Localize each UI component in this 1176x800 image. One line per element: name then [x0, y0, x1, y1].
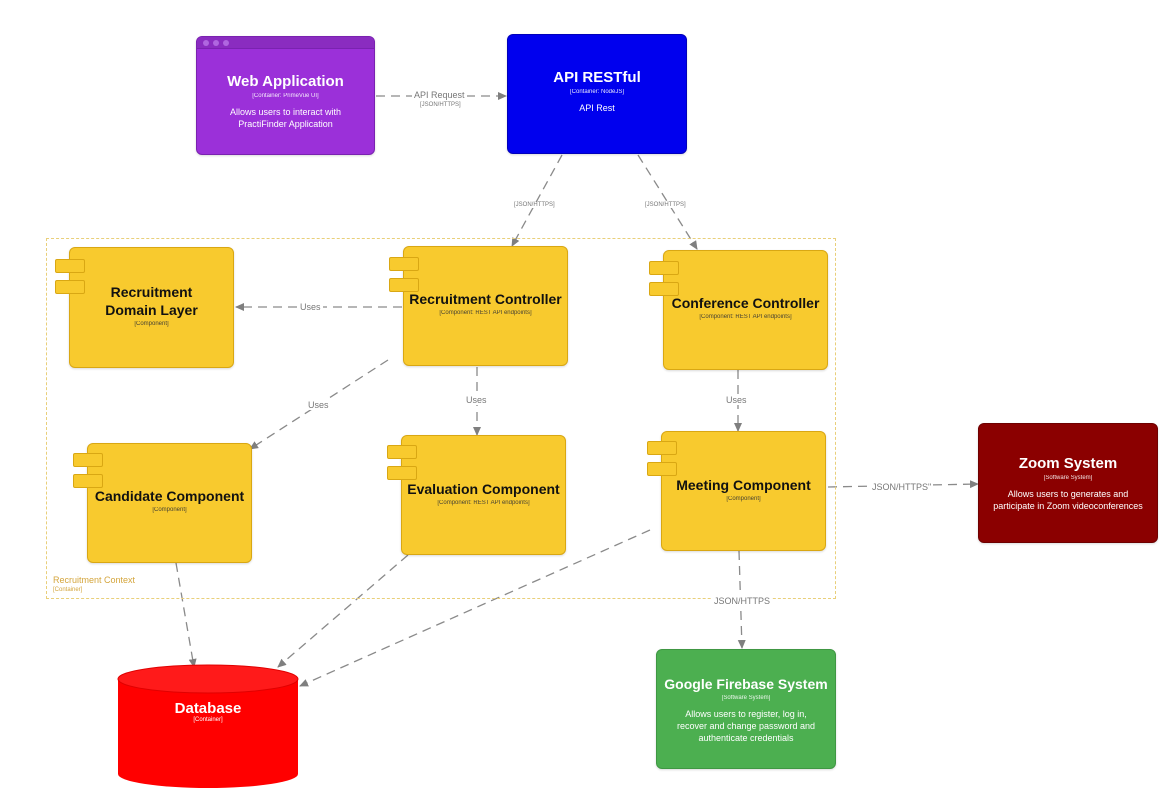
component-plug-icon	[73, 474, 103, 488]
node-description: Allows users to interact with PractiFind…	[229, 107, 342, 129]
node-tag: [Component: REST API endpoints]	[437, 500, 530, 506]
google-firebase-system-node[interactable]: Google Firebase System [Software System]…	[656, 649, 836, 769]
node-title: Recruitment Controller	[409, 291, 562, 307]
edge-label: Uses	[298, 302, 323, 312]
component-plug-icon	[647, 462, 677, 476]
node-title: Recruitment Domain Layer	[105, 284, 198, 318]
node-title: Meeting Component	[676, 477, 811, 493]
edge-label: API Request	[412, 90, 467, 100]
edge-api-recruitment-controller	[511, 154, 563, 247]
edge-candidate-database	[175, 562, 197, 668]
edge-evaluation-database	[277, 554, 409, 668]
node-description: API Rest	[579, 103, 615, 113]
component-plug-icon	[387, 466, 417, 480]
component-plug-icon	[387, 445, 417, 459]
conference-controller-node[interactable]: Conference Controller [Component: REST A…	[663, 250, 828, 370]
node-tag: [Component]	[134, 321, 169, 327]
meeting-component-node[interactable]: Meeting Component [Component]	[661, 431, 826, 551]
window-dot-icon	[213, 40, 219, 46]
node-tag: [Software System]	[721, 694, 771, 701]
edge-tag: [JSON/HTTPS]	[644, 202, 687, 208]
window-bar-divider	[197, 48, 374, 49]
node-tag: [Container]	[193, 717, 223, 723]
boundary-label: Recruitment Context	[53, 575, 136, 585]
edge-api-conference-controller	[637, 154, 698, 250]
component-plug-icon	[55, 280, 85, 294]
component-plug-icon	[55, 259, 85, 273]
edge-label: Uses	[306, 400, 331, 410]
node-description: Allows users to generates and participat…	[993, 488, 1143, 511]
evaluation-component-node[interactable]: Evaluation Component [Component: REST AP…	[401, 435, 566, 555]
node-title: Google Firebase System	[664, 675, 828, 692]
component-plug-icon	[389, 257, 419, 271]
node-tag: [Container: PrimeVue UI]	[252, 93, 319, 99]
node-title: Candidate Component	[94, 488, 245, 504]
component-plug-icon	[389, 278, 419, 292]
node-title: Database	[174, 700, 242, 717]
window-bar	[197, 37, 374, 48]
node-description: Allows users to register, log in, recove…	[676, 708, 816, 743]
edge-label: Uses	[464, 395, 489, 405]
edge-meeting-database	[299, 529, 651, 687]
node-title: Web Application	[227, 73, 344, 90]
node-title: Conference Controller	[671, 295, 820, 311]
node-tag: [Component: REST API endpoints]	[439, 310, 532, 316]
component-plug-icon	[73, 453, 103, 467]
edge-label: Uses	[724, 395, 749, 405]
zoom-system-node[interactable]: Zoom System [Software System] Allows use…	[978, 423, 1158, 543]
recruitment-context-boundary	[46, 238, 836, 599]
edge-label: JSON/HTTPS"	[870, 482, 934, 492]
node-tag: [Container: NodeJS]	[569, 89, 625, 95]
node-title: Zoom System	[1018, 454, 1118, 472]
edge-label: JSON/HTTPS	[712, 596, 773, 606]
component-plug-icon	[649, 282, 679, 296]
edge-tag: [JSON/HTTPS]	[419, 102, 462, 108]
database-label: Database [Container]	[118, 700, 298, 723]
component-plug-icon	[647, 441, 677, 455]
web-application-node[interactable]: Web Application [Container: PrimeVue UI]…	[196, 36, 375, 155]
node-tag: [Software System]	[1043, 474, 1093, 481]
candidate-component-node[interactable]: Candidate Component [Component]	[87, 443, 252, 563]
node-title: Evaluation Component	[407, 481, 560, 497]
window-dot-icon	[223, 40, 229, 46]
api-restful-node[interactable]: API RESTful [Container: NodeJS] API Rest	[507, 34, 687, 154]
node-tag: [Component]	[726, 496, 761, 502]
boundary-tag: [Container]	[53, 587, 83, 593]
edge-tag: [JSON/HTTPS]	[513, 202, 556, 208]
node-tag: [Component]	[152, 507, 187, 513]
node-title: API RESTful	[553, 69, 641, 86]
recruitment-controller-node[interactable]: Recruitment Controller [Component: REST …	[403, 246, 568, 366]
window-dot-icon	[203, 40, 209, 46]
node-tag: [Component: REST API endpoints]	[699, 314, 792, 320]
database-cylinder[interactable]	[117, 664, 299, 788]
recruitment-domain-layer-node[interactable]: Recruitment Domain Layer [Component]	[69, 247, 234, 368]
component-plug-icon	[649, 261, 679, 275]
